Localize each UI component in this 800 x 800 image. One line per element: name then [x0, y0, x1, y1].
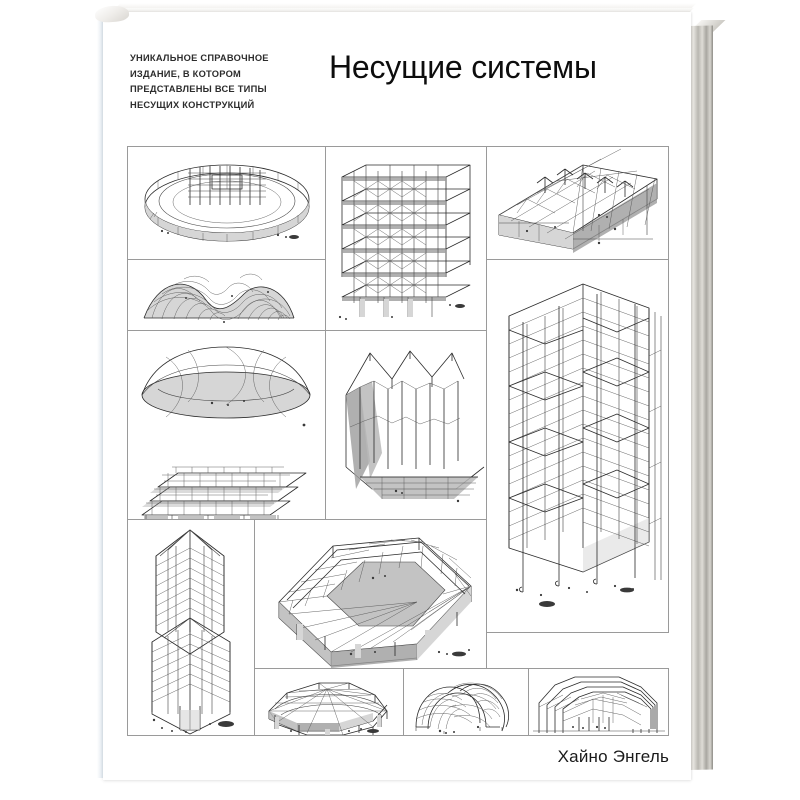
- subtitle-line-4: НЕСУЩИХ КОНСТРУКЦИЙ: [130, 99, 255, 110]
- book-fore-edge: [689, 25, 713, 770]
- panel-suspended-core-tower: [127, 519, 255, 736]
- book-author: Хайно Энгель: [557, 747, 669, 766]
- panel-tall-grid-frame-tower: [486, 259, 669, 633]
- panel-circular-ring-stadium: [127, 146, 326, 260]
- subtitle-line-3: ПРЕДСТАВЛЕНЫ ВСЕ ТИПЫ: [130, 84, 267, 94]
- cover-corner-highlight: [94, 4, 130, 24]
- panel-barrel-vault-shell: [403, 668, 529, 736]
- panel-folded-plate-hall: [325, 330, 487, 520]
- subtitle-line-1: УНИКАЛЬНОЕ СПРАВОЧНОЕ: [130, 53, 269, 63]
- cover-subtitle: УНИКАЛЬНОЕ СПРАВОЧНОЕ ИЗДАНИЕ, В КОТОРОМ…: [130, 51, 316, 113]
- panel-geodesic-ring-dome: [254, 668, 404, 736]
- panel-slab-frame-highrise: [325, 146, 487, 331]
- book-cover-3d: УНИКАЛЬНОЕ СПРАВОЧНОЕ ИЗДАНИЕ, В КОТОРОМ…: [94, 3, 726, 780]
- panel-arched-frame-hall: [528, 668, 669, 736]
- book-title: Несущие системы: [329, 49, 597, 85]
- subtitle-line-2: ИЗДАНИЕ, В КОТОРОМ: [130, 68, 242, 79]
- front-cover: УНИКАЛЬНОЕ СПРАВОЧНОЕ ИЗДАНИЕ, В КОТОРОМ…: [94, 4, 691, 780]
- panel-hypar-shell-roof: [127, 259, 326, 331]
- panel-pneumatic-membrane-dome: [127, 330, 326, 520]
- illustration-plate: [127, 146, 669, 736]
- panel-long-span-space-frame-hall: [486, 146, 669, 260]
- book-spine: [97, 16, 106, 778]
- panel-lattice-dome-stadium: [254, 519, 487, 669]
